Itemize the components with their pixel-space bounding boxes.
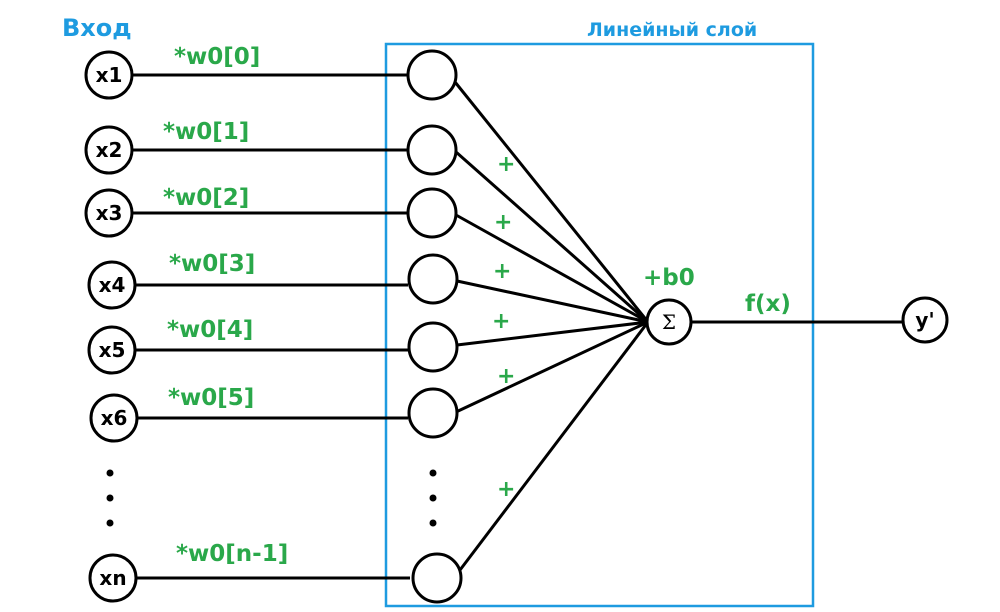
layer-node-1 xyxy=(406,49,458,101)
weight-labels: *w0[0] *w0[1] *w0[2] *w0[3] *w0[4] *w0[5… xyxy=(163,44,288,567)
input-label-n: xn xyxy=(99,566,126,590)
ellipsis-dot xyxy=(106,494,114,502)
layer-node-6 xyxy=(407,387,459,439)
ellipsis-dot xyxy=(106,469,114,477)
input-node-3 xyxy=(84,188,134,238)
sum-line-2 xyxy=(455,150,649,324)
sum-line-3 xyxy=(455,213,649,324)
activation-label: f(x) xyxy=(745,291,791,317)
layer-nodes xyxy=(406,49,463,604)
weight-label-5: *w0[5] xyxy=(168,385,254,411)
plus-sign: + xyxy=(497,477,515,502)
input-node-2 xyxy=(84,125,134,175)
layer-ellipsis-dots xyxy=(429,469,437,527)
ellipsis-dot xyxy=(106,519,114,527)
input-title: Вход xyxy=(62,14,132,42)
weight-label-2: *w0[2] xyxy=(163,185,249,211)
layer-title: Линейный слой xyxy=(587,19,757,41)
input-label-1: x1 xyxy=(96,63,123,87)
plus-sign: + xyxy=(494,210,512,235)
input-label-2: x2 xyxy=(96,138,123,162)
sum-symbol: Σ xyxy=(662,310,676,334)
ellipsis-dot xyxy=(429,469,437,477)
weight-label-1: *w0[1] xyxy=(163,119,249,145)
layer-node-3 xyxy=(406,187,458,239)
plus-sign: + xyxy=(492,309,510,334)
input-ellipsis-dots xyxy=(106,469,114,527)
input-label-6: x6 xyxy=(101,406,128,430)
sum-line-1 xyxy=(453,81,650,323)
input-labels: x1 x2 x3 x4 x5 x6 xn xyxy=(96,63,128,590)
layer-node-n xyxy=(411,552,463,604)
input-node-4 xyxy=(87,260,137,310)
layer-node-4 xyxy=(407,253,459,305)
input-node-n xyxy=(88,553,138,603)
ellipsis-dot xyxy=(429,494,437,502)
output-label: y' xyxy=(915,308,934,332)
plus-signs: + + + + + + xyxy=(492,152,515,502)
sum-node xyxy=(645,298,693,346)
plus-sign: + xyxy=(497,152,515,177)
linear-layer-box xyxy=(384,42,815,608)
sum-lines xyxy=(453,81,650,571)
input-label-5: x5 xyxy=(99,338,126,362)
input-node-6 xyxy=(89,393,139,443)
output-node xyxy=(901,296,949,344)
layer-node-5 xyxy=(407,321,459,373)
sum-line-6 xyxy=(455,320,649,414)
plus-sign: + xyxy=(493,259,511,284)
input-label-4: x4 xyxy=(99,273,126,297)
weight-label-0: *w0[0] xyxy=(174,44,260,70)
weight-label-n-1: *w0[n-1] xyxy=(176,541,288,567)
input-node-5 xyxy=(87,325,137,375)
plus-sign: + xyxy=(497,364,515,389)
input-lines xyxy=(132,73,410,580)
input-nodes xyxy=(84,50,139,603)
weight-label-3: *w0[3] xyxy=(169,251,255,277)
sum-line-4 xyxy=(456,279,649,324)
input-node-1 xyxy=(84,50,134,100)
input-label-3: x3 xyxy=(96,201,123,225)
sum-line-n xyxy=(458,321,650,571)
ellipsis-dot xyxy=(429,519,437,527)
weight-label-4: *w0[4] xyxy=(167,317,253,343)
layer-node-2 xyxy=(406,124,458,176)
sum-line-5 xyxy=(456,320,649,347)
bias-label: +b0 xyxy=(643,265,695,291)
